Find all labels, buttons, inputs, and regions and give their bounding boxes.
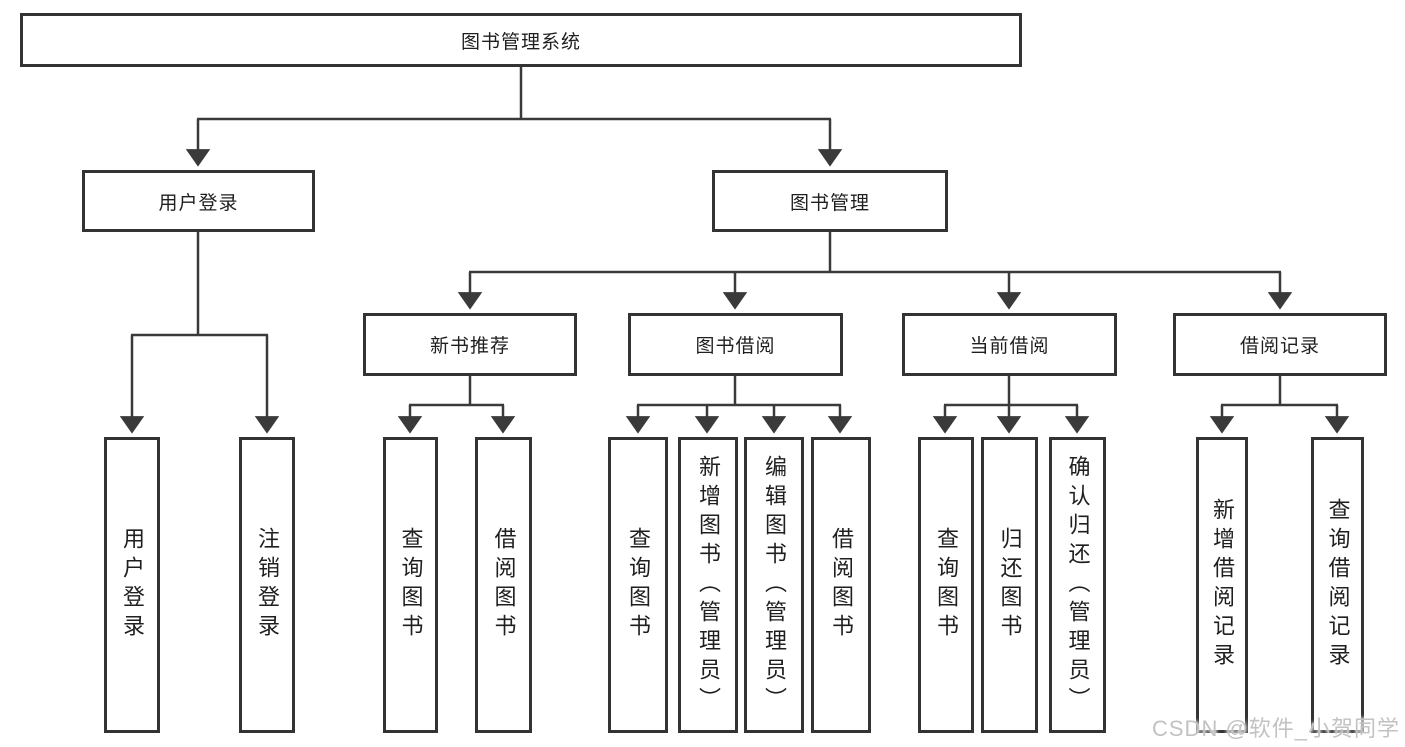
leaf-return-books: 归还图书	[981, 437, 1038, 733]
leaf-query-books: 查询图书	[608, 437, 668, 733]
leaf-add-books-admin: 新增图书（管理员）	[678, 437, 738, 733]
node-label: 图书管理	[789, 192, 870, 214]
node-label: 归还图书	[997, 527, 1023, 643]
node-label: 当前借阅	[969, 336, 1050, 357]
node-label: 编辑图书（管理员）	[762, 454, 787, 716]
node-label: 确认归还（管理员）	[1065, 454, 1091, 716]
leaf-query-books: 查询图书	[383, 437, 438, 733]
node-label: 查询图书	[626, 527, 651, 643]
node-user-login-branch: 用户登录	[82, 170, 315, 232]
node-label: 新增借阅记录	[1210, 498, 1235, 672]
leaf-query-books: 查询图书	[918, 437, 974, 733]
node-label: 查询借阅记录	[1325, 498, 1351, 672]
csdn-watermark: CSDN @软件_小贺同学	[1152, 716, 1401, 741]
leaf-user-login: 用户登录	[104, 437, 160, 733]
node-borrow-records: 借阅记录	[1173, 313, 1387, 376]
node-label: 借阅图书	[829, 527, 854, 643]
node-label: 用户登录	[120, 527, 145, 643]
leaf-confirm-return-admin: 确认归还（管理员）	[1049, 437, 1106, 733]
node-new-book-recommend: 新书推荐	[363, 313, 577, 376]
node-label: 借阅记录	[1239, 336, 1320, 357]
leaf-borrow-books: 借阅图书	[475, 437, 532, 733]
leaf-logout: 注销登录	[239, 437, 295, 733]
node-label: 图书管理系统	[460, 31, 581, 53]
node-label: 用户登录	[158, 192, 239, 214]
leaf-query-borrow-record: 查询借阅记录	[1311, 437, 1364, 733]
node-book-borrow: 图书借阅	[628, 313, 843, 376]
node-label: 借阅图书	[491, 527, 517, 643]
node-label: 图书借阅	[695, 336, 776, 357]
leaf-edit-books-admin: 编辑图书（管理员）	[744, 437, 804, 733]
leaf-add-borrow-record: 新增借阅记录	[1196, 437, 1248, 733]
node-label: 注销登录	[255, 527, 280, 643]
node-system-root: 图书管理系统	[20, 13, 1022, 67]
node-label: 查询图书	[934, 527, 959, 643]
node-current-borrow: 当前借阅	[902, 313, 1117, 376]
node-label: 新增图书（管理员）	[696, 454, 721, 716]
node-label: 新书推荐	[429, 336, 510, 357]
leaf-borrow-books: 借阅图书	[811, 437, 871, 733]
node-label: 查询图书	[398, 527, 424, 643]
node-book-management-branch: 图书管理	[712, 170, 948, 232]
